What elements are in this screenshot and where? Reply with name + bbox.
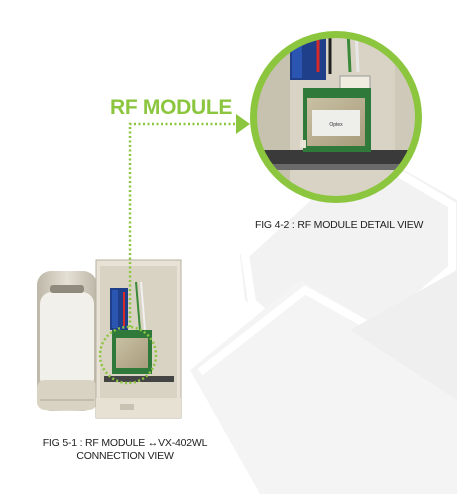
module-sticker-text: Optex	[329, 122, 343, 128]
connection-view-caption-line1: FIG 5-1 : RF MODULE ↔VX-402WL	[42, 437, 208, 449]
background-decoration	[190, 145, 457, 494]
connection-view-photo	[37, 259, 182, 419]
connection-view-caption: FIG 5-1 : RF MODULE ↔VX-402WL CONNECTION…	[22, 437, 228, 463]
module-highlight-ring	[98, 325, 158, 385]
detail-view-caption: FIG 4-2 : RF MODULE DETAIL VIEW	[255, 219, 424, 231]
rf-module-callout-label: RF MODULE	[110, 96, 233, 119]
callout-arrowhead	[236, 114, 250, 134]
connection-view-caption-line2: CONNECTION VIEW	[76, 450, 174, 462]
callout-leader-line	[128, 122, 236, 327]
